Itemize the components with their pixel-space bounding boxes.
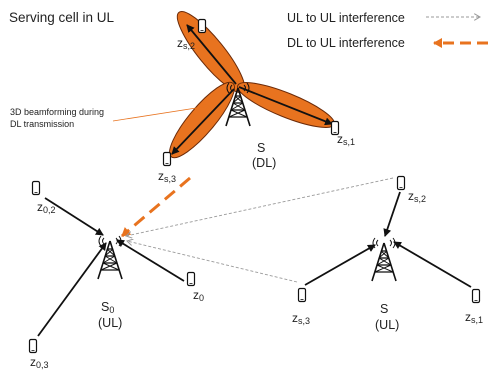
user-label-sub: s,3 xyxy=(298,316,310,326)
dl-station-name: S xyxy=(257,141,265,155)
svg-text:z0,2: z0,2 xyxy=(37,200,56,215)
svg-text:zs,2: zs,2 xyxy=(177,36,195,51)
tower-icon xyxy=(371,237,397,282)
user-right-zs1: zs,1 xyxy=(465,288,483,325)
ul-ul-interference-2 xyxy=(127,241,298,283)
beam-arrow-zs3 xyxy=(171,88,235,155)
legend-ul-label: UL to UL interference xyxy=(287,11,405,25)
annotation-line1: 3D beamforming during xyxy=(10,107,104,117)
user-label-base: z xyxy=(193,288,199,302)
right-station-mode: (UL) xyxy=(375,318,399,332)
annotation-line2: DL transmission xyxy=(10,119,74,129)
svg-text:zs,1: zs,1 xyxy=(337,132,355,147)
user-label-base: z xyxy=(158,169,164,183)
ul-arrow-rs2 xyxy=(383,191,401,237)
user-label-sub: 0 xyxy=(199,293,204,303)
svg-text:zs,3: zs,3 xyxy=(292,311,310,326)
ul-arrow-rs3 xyxy=(304,244,376,286)
beam-arrow-zs1 xyxy=(238,86,333,126)
ul-arrow-rs1 xyxy=(393,241,472,288)
dl-user-zs1: zs,1 xyxy=(330,120,355,147)
dl-ul-interference xyxy=(121,176,191,238)
phone-icon xyxy=(396,175,406,191)
serving-station-sub: 0 xyxy=(109,305,114,315)
phone-icon xyxy=(28,338,38,354)
svg-text:z0,3: z0,3 xyxy=(30,355,49,370)
user-label-base: z xyxy=(465,310,471,324)
ul-arrow-z0 xyxy=(116,239,185,282)
svg-text:zs,1: zs,1 xyxy=(465,310,483,325)
svg-text:S0: S0 xyxy=(101,300,114,315)
user-label-base: z xyxy=(292,311,298,325)
phone-icon xyxy=(186,271,196,287)
user-label-base: z xyxy=(408,189,414,203)
svg-text:z0: z0 xyxy=(193,288,204,303)
ul-arrow-z02 xyxy=(44,197,104,236)
user-label-sub: 0,2 xyxy=(43,205,56,215)
legend: UL to UL interference DL to UL interfere… xyxy=(287,11,488,50)
phone-icon xyxy=(31,180,41,196)
dl-station: S (DL) xyxy=(225,82,276,170)
serving-station-name: S xyxy=(101,300,109,314)
user-right-zs3: zs,3 xyxy=(292,287,310,326)
user-label-sub: 0,3 xyxy=(36,360,49,370)
legend-dl-label: DL to UL interference xyxy=(287,36,405,50)
user-z02: z0,2 xyxy=(31,180,56,215)
right-station: S (UL) xyxy=(304,191,472,332)
user-z0: z0 xyxy=(186,271,204,303)
svg-text:zs,2: zs,2 xyxy=(408,189,426,204)
annotation-pointer xyxy=(112,103,210,122)
serving-station: S0 (UL) xyxy=(37,197,185,337)
dl-station-mode: (DL) xyxy=(252,156,276,170)
user-label-base: z xyxy=(177,36,183,50)
svg-text:zs,3: zs,3 xyxy=(158,169,176,184)
ul-ul-interference-1 xyxy=(126,177,394,236)
user-label-base: z xyxy=(30,355,36,369)
beam-arrow-zs2 xyxy=(186,24,237,85)
beamforming-annotation: 3D beamforming during DL transmission xyxy=(10,103,210,129)
phone-icon xyxy=(297,287,307,303)
right-station-name: S xyxy=(380,302,388,316)
dl-beams xyxy=(169,11,335,159)
user-label-sub: s,2 xyxy=(414,194,426,204)
user-label-sub: s,1 xyxy=(343,137,355,147)
dl-user-zs3: zs,3 xyxy=(158,151,176,184)
user-label-sub: s,1 xyxy=(471,315,483,325)
serving-station-mode: (UL) xyxy=(98,316,122,330)
user-z03: z0,3 xyxy=(28,338,49,370)
tower-icon xyxy=(97,235,123,280)
diagram-title: Serving cell in UL xyxy=(9,10,115,25)
phone-icon xyxy=(197,18,207,34)
user-label-base: z xyxy=(337,132,343,146)
user-label-sub: s,2 xyxy=(183,41,195,51)
ul-arrow-z03 xyxy=(37,242,107,337)
user-right-zs2: zs,2 xyxy=(396,175,426,204)
user-label-base: z xyxy=(37,200,43,214)
phone-icon xyxy=(471,288,481,304)
phone-icon xyxy=(162,151,172,167)
user-label-sub: s,3 xyxy=(164,174,176,184)
dl-user-zs2: zs,2 xyxy=(177,18,207,51)
